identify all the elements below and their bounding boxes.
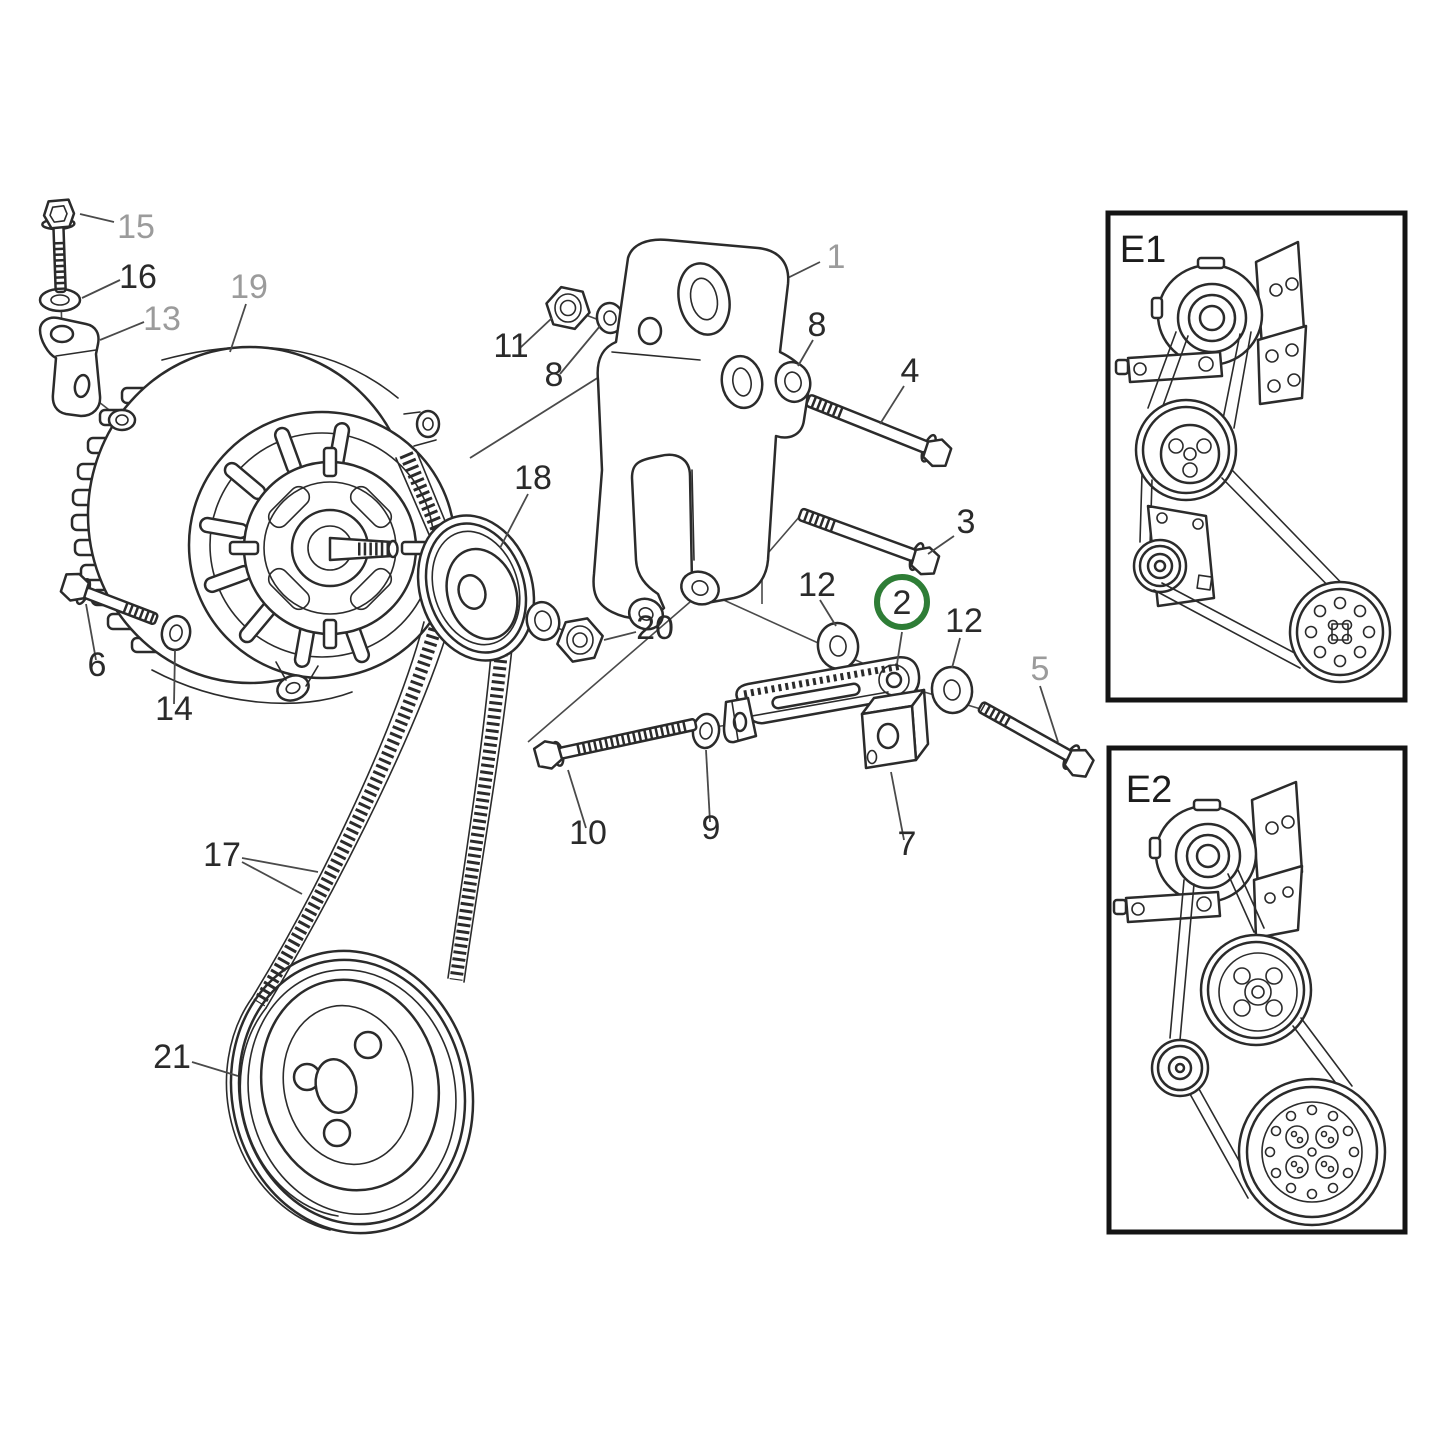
crankshaft-pulley	[229, 949, 475, 1235]
washer-12-right	[930, 665, 974, 715]
alternator-vent-slots	[199, 422, 371, 668]
nut-11	[545, 285, 591, 331]
highlight-circle-part-2	[874, 574, 930, 630]
e1-crank-pulley	[1288, 580, 1392, 684]
part-label-2: 2	[893, 584, 912, 622]
part-label-8-right: 8	[808, 306, 827, 344]
part-label-8-left: 8	[545, 356, 564, 394]
part-label-4: 4	[901, 352, 920, 390]
mounting-bracket	[592, 238, 810, 631]
washer-9	[691, 712, 721, 750]
alternator-frame-windows	[267, 485, 393, 611]
inset-label-e2: E2	[1126, 769, 1172, 811]
e1-tensioner-arm	[1126, 350, 1224, 384]
inset-e2	[1106, 745, 1408, 1235]
e2-idler-pulley	[1150, 1038, 1210, 1098]
e2-crank-pulley	[1237, 1077, 1387, 1227]
inset-e1	[1105, 210, 1408, 703]
part-label-13: 13	[143, 300, 181, 338]
flange-bolt-6	[59, 572, 159, 626]
part-label-12-right: 12	[945, 602, 983, 640]
part-label-7: 7	[898, 825, 917, 863]
leader-lines	[79, 213, 1059, 1077]
callout-labels: 15 16 13 19 11 8 1 8 4 3 12 2 12 5 18 20…	[88, 208, 1173, 1076]
washer-8-right	[774, 360, 812, 404]
part-label-15: 15	[117, 208, 155, 246]
alternator-pulley	[416, 514, 536, 662]
part-label-19: 19	[230, 268, 268, 306]
inset-label-e1: E1	[1120, 229, 1166, 271]
part-label-17: 17	[203, 836, 241, 874]
part-label-9: 9	[702, 809, 721, 847]
bolt-10	[532, 718, 698, 770]
part-label-21: 21	[153, 1038, 191, 1076]
pulley-washer	[525, 600, 561, 642]
e2-tensioner-arm	[1124, 890, 1222, 924]
alternator	[70, 345, 457, 705]
part-label-6: 6	[88, 646, 107, 684]
part-label-14: 14	[155, 690, 193, 728]
bolt-3	[797, 507, 941, 576]
support-bracket	[38, 316, 102, 418]
e1-idler-pulley	[1132, 538, 1188, 594]
part-label-12-left: 12	[798, 566, 836, 604]
part-label-3: 3	[957, 503, 976, 541]
alternator-ear-top-left	[107, 408, 137, 432]
washer-8-left	[595, 301, 625, 335]
washer-14	[160, 614, 192, 652]
part-label-1: 1	[827, 238, 846, 276]
part-label-16: 16	[119, 258, 157, 296]
flange-bolt-15	[41, 198, 76, 294]
bolt-5	[977, 701, 1095, 778]
part-label-18: 18	[514, 459, 552, 497]
adjusting-link	[722, 656, 921, 744]
alternator-ear-top-right	[415, 409, 441, 439]
part-label-5: 5	[1031, 650, 1050, 688]
part-label-11: 11	[493, 327, 528, 365]
square-nut-7	[860, 688, 930, 770]
pulley-nut-20	[556, 617, 604, 663]
part-label-20: 20	[636, 609, 674, 647]
part-label-10: 10	[569, 814, 607, 852]
bolt-4	[805, 394, 953, 468]
